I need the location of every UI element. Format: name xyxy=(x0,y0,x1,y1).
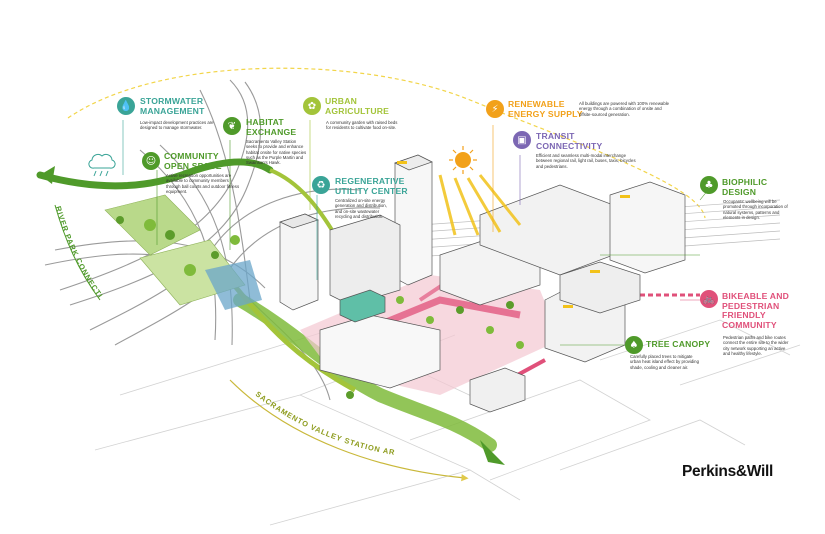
lightning-icon: ⚡ xyxy=(486,100,504,118)
sun-icon xyxy=(449,146,477,174)
callout-text: Carefully placed trees to mitigate urban… xyxy=(630,354,699,370)
buildings xyxy=(279,154,686,413)
sun-path-arc xyxy=(67,67,706,219)
callout-title: REGENERATIVE UTILITY CENTER xyxy=(335,176,408,196)
leaf-icon: ❦ xyxy=(223,117,241,135)
recycle-icon: ♻ xyxy=(312,176,330,194)
solar-rays xyxy=(438,174,522,236)
promenade-arrow xyxy=(480,440,505,465)
callout-text: All buildings are powered with 100% rene… xyxy=(579,101,670,117)
river-arrow-head xyxy=(40,166,55,184)
green-link xyxy=(269,168,337,237)
tree-icon: ♠ xyxy=(625,336,643,354)
leader-lines xyxy=(122,120,710,346)
callout-text: A community garden with raised beds for … xyxy=(326,120,398,131)
bicycle-icon: 🚲 xyxy=(700,290,718,308)
plant-icon: ♣ xyxy=(700,176,718,194)
callout-title: RENEWABLE ENERGY SUPPLY xyxy=(508,99,583,119)
callout-title: STORMWATER MANAGEMENT xyxy=(140,96,205,116)
callout-text: Efficient and seamless multi-modal inter… xyxy=(536,153,636,169)
rain-cloud-icon xyxy=(88,153,116,177)
community-park xyxy=(104,194,262,310)
water-drop-icon: 💧 xyxy=(117,97,135,115)
river-park-label: RIVER PARK CONNECTION xyxy=(0,0,105,300)
callout-title: COMMUNITY OPEN SPACE xyxy=(164,151,222,171)
callout-title: BIOPHILIC DESIGN xyxy=(722,177,768,197)
callout-text: Low-impact development practices are des… xyxy=(140,120,214,131)
callout-text: Pedestrian paths and bike routes connect… xyxy=(723,335,789,356)
callout-text: Centralized on-site energy generation an… xyxy=(335,198,387,219)
freeway-ramps xyxy=(44,79,381,401)
callout-title: BIKEABLE AND PEDESTRIAN FRIENDLY COMMUNI… xyxy=(722,291,790,330)
people-icon: ☺ xyxy=(142,152,160,170)
callout-text: Occupants' wellbeing will be promoted th… xyxy=(723,199,788,220)
sprout-icon: ✿ xyxy=(303,97,321,115)
callout-text: Active recreation opportunities are avai… xyxy=(166,173,240,194)
callout-title: URBAN AGRICULTURE xyxy=(325,96,390,116)
callout-title: TREE CANOPY xyxy=(646,339,711,349)
river-green-band xyxy=(36,158,274,190)
brand-logo: Perkins&Will xyxy=(682,463,774,480)
callout-title: HABITAT EXCHANGE xyxy=(246,117,297,137)
callout-title: TRANSIT CONNECTIVITY xyxy=(536,131,603,151)
station-area-arc xyxy=(229,379,469,482)
train-icon: ▣ xyxy=(513,131,531,149)
callout-text: Sacramento Valley Station seeks to provi… xyxy=(246,139,307,166)
green-promenade xyxy=(233,293,497,452)
